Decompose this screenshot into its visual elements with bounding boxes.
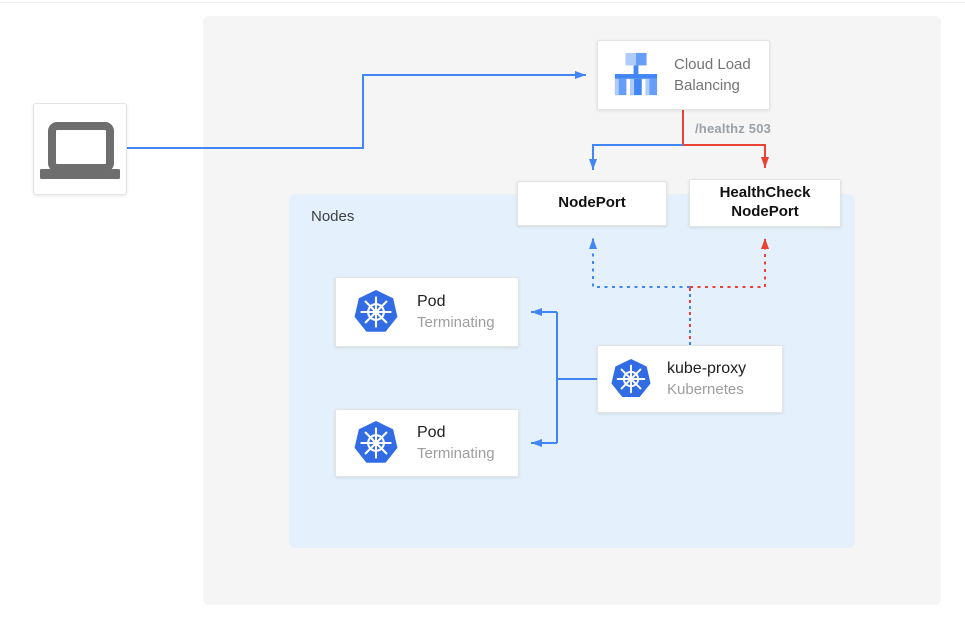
kubernetes-icon: [611, 358, 651, 398]
cloud-load-balancing-node: Cloud Load Balancing: [597, 40, 770, 110]
nodes-group-label: Nodes: [311, 208, 355, 225]
pod-status: Terminating: [417, 444, 495, 462]
cloud-load-balancing-icon: [614, 52, 658, 96]
kubernetes-icon: [354, 421, 398, 463]
top-divider: [0, 2, 965, 3]
pod-node-1: Pod Terminating: [335, 277, 519, 347]
pod-title: Pod: [417, 423, 446, 441]
kube-proxy-node: kube-proxy Kubernetes: [597, 345, 783, 413]
healthcheck-label-line1: HealthCheck: [719, 184, 811, 202]
kube-proxy-subtitle: Kubernetes: [667, 380, 744, 398]
healthcheck-nodeport-node: HealthCheck NodePort: [689, 179, 841, 227]
nodeport-node: NodePort: [517, 181, 667, 226]
cloud-load-balancing-label: Cloud Load Balancing: [674, 56, 751, 94]
laptop-icon: [40, 122, 120, 179]
pod-status: Terminating: [417, 313, 495, 331]
kube-proxy-title: kube-proxy: [667, 359, 747, 377]
nodeport-label: NodePort: [558, 194, 626, 212]
kubernetes-icon: [354, 290, 398, 332]
healthcheck-label-line2: NodePort: [731, 203, 799, 220]
client-node: [33, 103, 127, 195]
pod-title: Pod: [417, 292, 446, 310]
healthz-status-label: /healthz 503: [695, 121, 772, 136]
pod-node-2: Pod Terminating: [335, 409, 519, 477]
